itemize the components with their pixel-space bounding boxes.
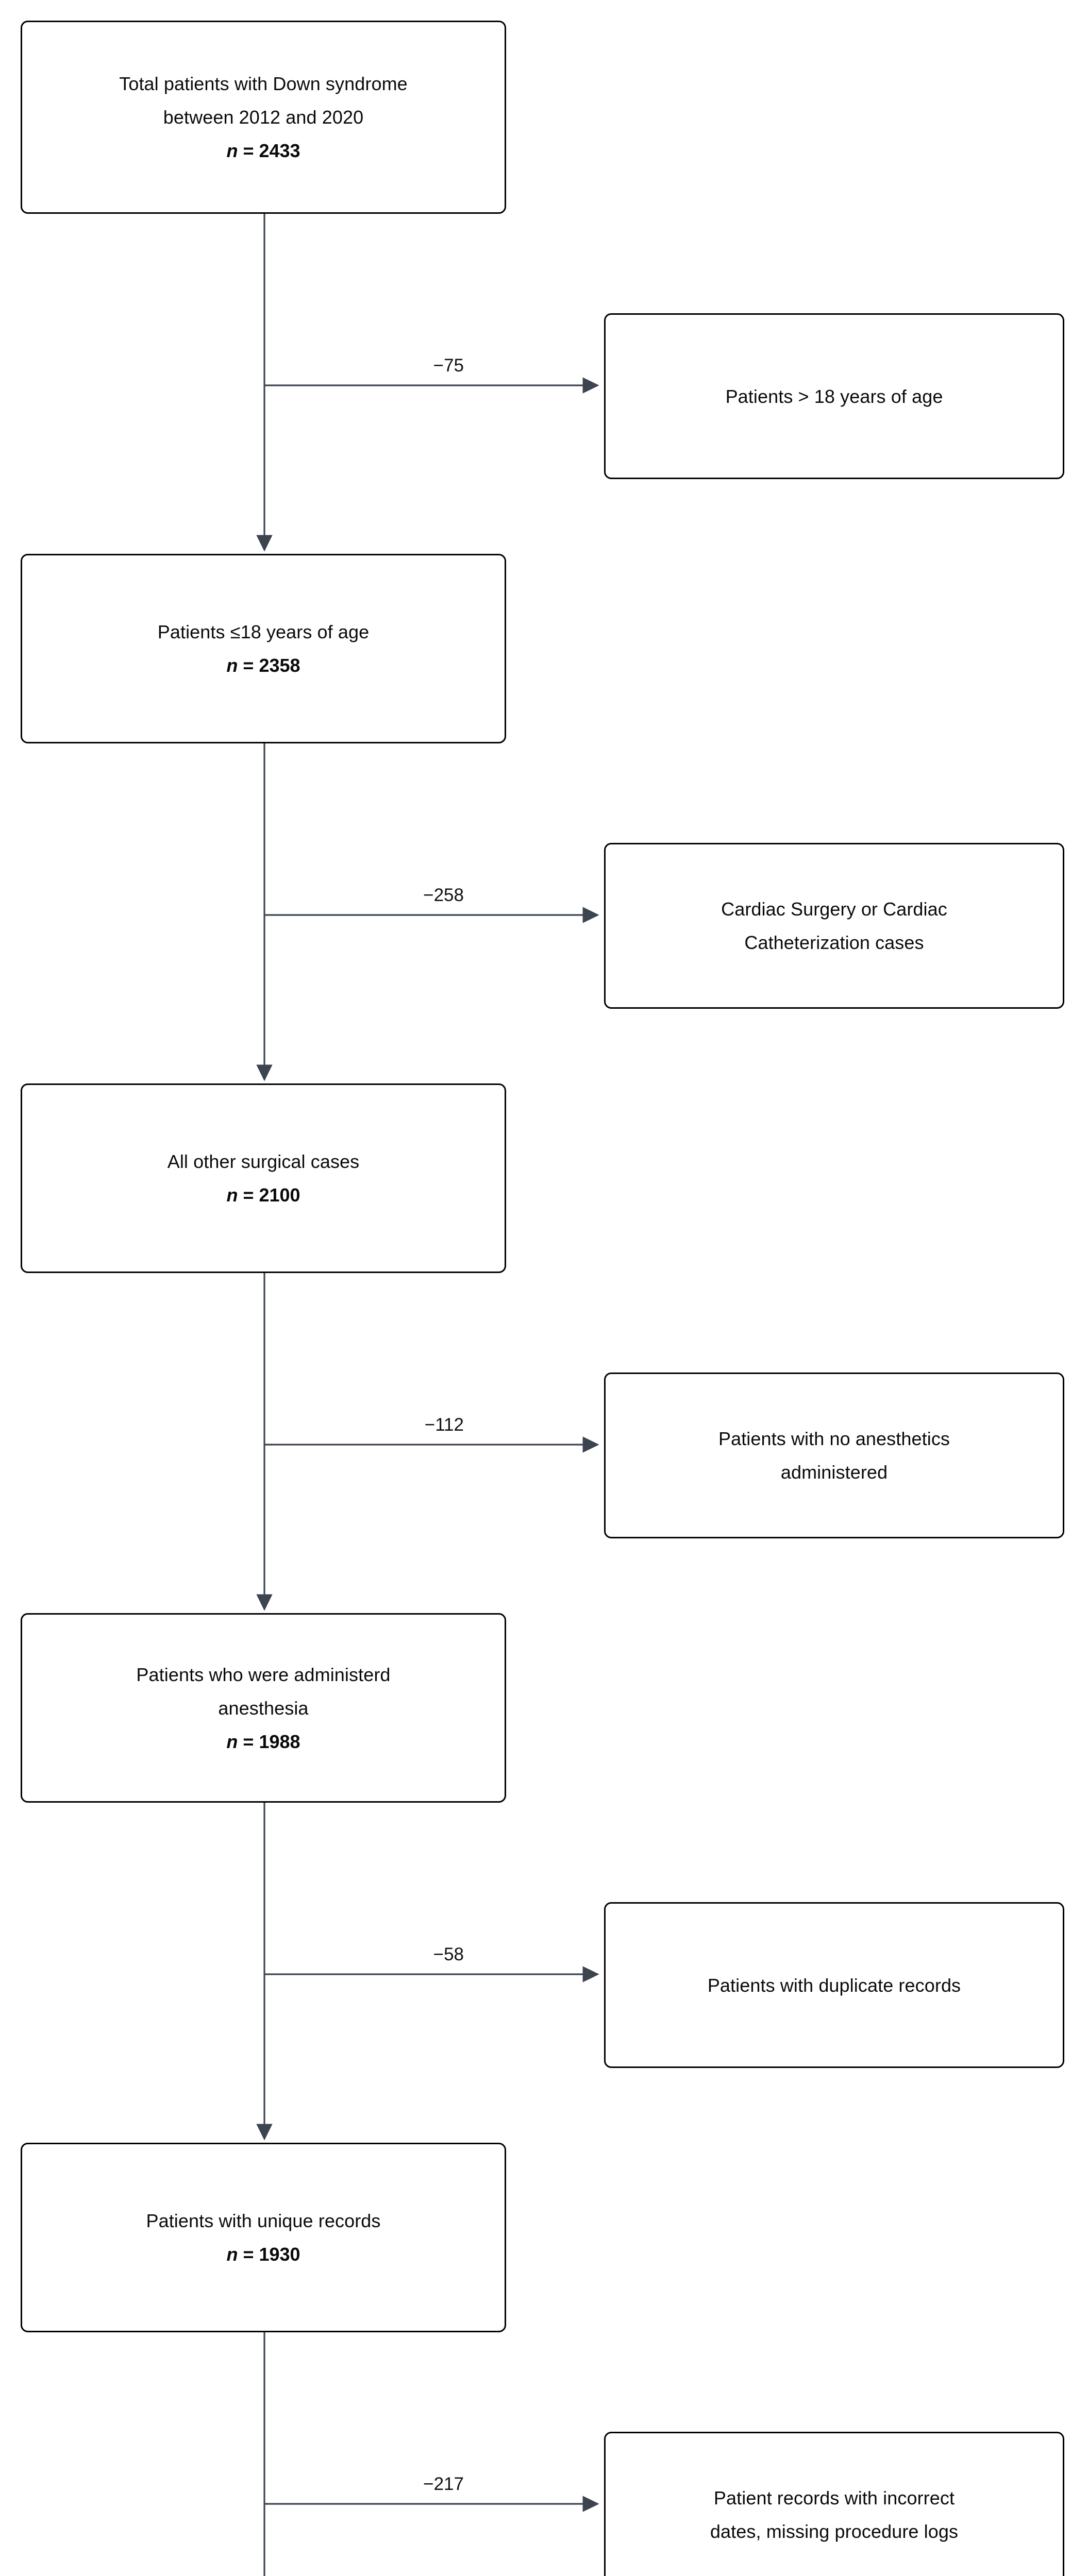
node-excluded-over-18-label: Patients > 18 years of age [725,385,943,407]
node-excluded-cardiac[interactable]: Cardiac Surgery or Cardiac Catheterizati… [604,843,1064,1009]
edge-label-excluded-over-18: −75 [433,355,464,376]
node-excluded-bad-records-label: Patient records with incorrect dates, mi… [710,2487,959,2542]
node-patients-under-18[interactable]: Patients ≤18 years of age n = 2358 [21,554,506,743]
node-unique-records-count: n = 1930 [226,2244,300,2265]
node-administered-anesthesia-label: Patients who were administerd anesthesia [136,1664,391,1719]
node-unique-records-label: Patients with unique records [146,2210,381,2231]
node-total-patients[interactable]: Total patients with Down syndrome betwee… [21,21,506,214]
node-other-surgical-cases-label: All other surgical cases [167,1151,360,1172]
node-excluded-cardiac-label: Cardiac Surgery or Cardiac Catheterizati… [721,899,947,953]
node-unique-records[interactable]: Patients with unique records n = 1930 [21,2143,506,2332]
node-excluded-duplicates[interactable]: Patients with duplicate records [604,1902,1064,2068]
node-administered-anesthesia[interactable]: Patients who were administerd anesthesia… [21,1613,506,1803]
edge-label-excluded-no-anesthetics: −112 [424,1415,464,1435]
node-other-surgical-cases[interactable]: All other surgical cases n = 2100 [21,1083,506,1273]
node-total-patients-count: n = 2433 [226,140,300,161]
node-administered-anesthesia-count: n = 1988 [226,1731,300,1752]
edge-label-excluded-duplicates: −58 [433,1944,464,1964]
node-excluded-over-18[interactable]: Patients > 18 years of age [604,313,1064,479]
node-patients-under-18-count: n = 2358 [226,655,300,676]
node-excluded-duplicates-label: Patients with duplicate records [707,1974,961,1996]
node-total-patients-label: Total patients with Down syndrome betwee… [119,73,408,128]
node-excluded-no-anesthetics[interactable]: Patients with no anesthetics administere… [604,1372,1064,1538]
edge-label-excluded-bad-records: −217 [423,2474,464,2494]
node-excluded-bad-records[interactable]: Patient records with incorrect dates, mi… [604,2432,1064,2576]
node-other-surgical-cases-count: n = 2100 [226,1184,300,1206]
node-patients-under-18-label: Patients ≤18 years of age [157,621,370,642]
edge-label-excluded-cardiac: −258 [423,885,464,905]
node-excluded-no-anesthetics-label: Patients with no anesthetics administere… [718,1428,950,1483]
